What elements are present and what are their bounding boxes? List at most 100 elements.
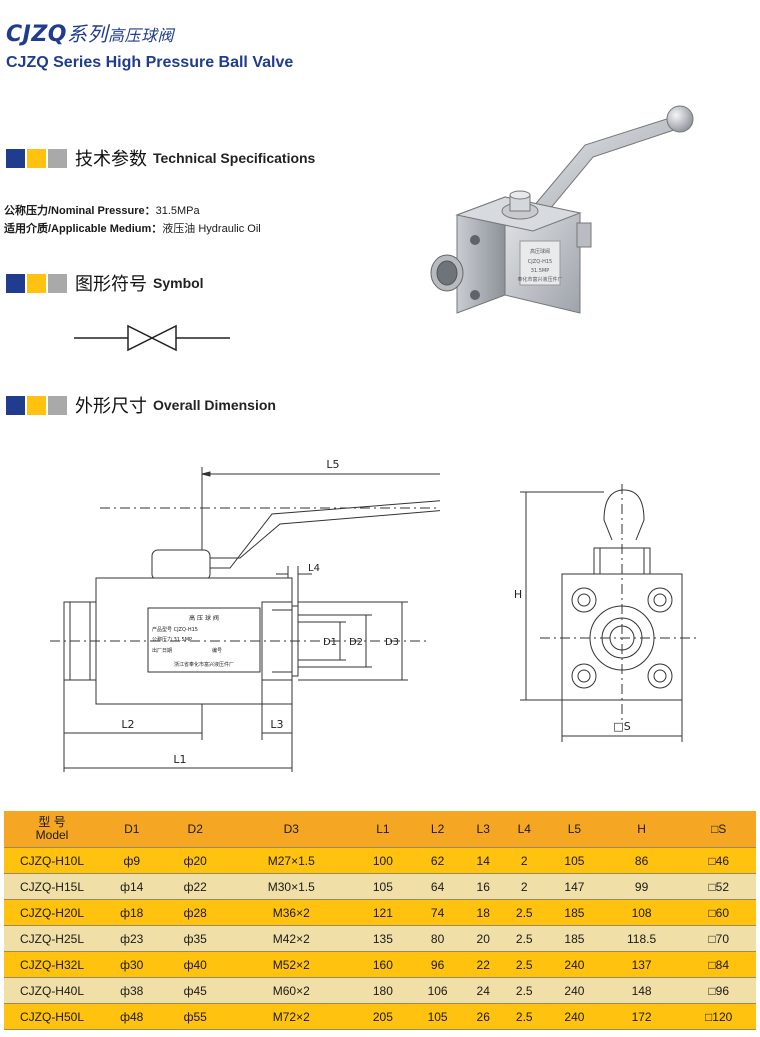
table-cell-model: CJZQ-H15L xyxy=(4,873,100,900)
table-cell: 96 xyxy=(410,951,465,978)
table-cell: ф45 xyxy=(163,977,227,1004)
spec-applicable-medium: 适用介质/Applicable Medium：液压油 Hydraulic Oil xyxy=(4,220,261,236)
column-header: L1 xyxy=(355,811,411,848)
table-cell: 185 xyxy=(547,899,602,926)
brand-latin: CJZQ xyxy=(6,22,67,47)
table-cell: 106 xyxy=(410,977,465,1004)
table-cell: □46 xyxy=(681,847,756,874)
table-cell: M36×2 xyxy=(226,899,356,926)
table-cell: ф40 xyxy=(163,951,227,978)
blue-square-icon xyxy=(6,148,25,168)
column-header: L3 xyxy=(464,811,502,848)
nameplate-model: 产品型号 CJZQ-H15 xyxy=(152,626,198,633)
table-cell: 20 xyxy=(464,925,502,952)
table-cell: 74 xyxy=(410,899,465,926)
table-cell: ф18 xyxy=(100,899,164,926)
brand-series: 系列 xyxy=(67,22,108,46)
front-view-drawing: L5 L4 L2 L3 L1 D1 D2 D3 高 压 球 阀 产品型号 CJZ… xyxy=(50,458,440,772)
table-cell: 99 xyxy=(601,873,682,900)
blue-square-icon xyxy=(6,395,25,415)
table-cell-model: CJZQ-H40L xyxy=(4,977,100,1004)
table-cell: 205 xyxy=(355,1003,411,1030)
table-cell: ф35 xyxy=(163,925,227,952)
dimension-label: L1 xyxy=(173,753,186,766)
table-cell: 22 xyxy=(464,951,502,978)
table-cell: 147 xyxy=(547,873,602,900)
table-cell: 2.5 xyxy=(501,899,548,926)
table-cell: 135 xyxy=(355,925,411,952)
table-cell: 2.5 xyxy=(501,1003,548,1030)
table-cell: 160 xyxy=(355,951,411,978)
dimension-label: L2 xyxy=(121,718,134,731)
nameplate-title: 高 压 球 阀 xyxy=(189,614,219,622)
spec-value: 31.5MPa xyxy=(155,205,200,217)
table-cell: ф23 xyxy=(100,925,164,952)
nameplate-number: 编号 xyxy=(212,647,222,654)
table-cell: ф22 xyxy=(163,873,227,900)
column-header: L2 xyxy=(410,811,465,848)
yellow-square-icon xyxy=(27,395,46,415)
table-cell: □96 xyxy=(681,977,756,1004)
table-cell: 2.5 xyxy=(501,925,548,952)
table-cell: ф28 xyxy=(163,899,227,926)
table-cell: 172 xyxy=(601,1003,682,1030)
dimension-label: L5 xyxy=(326,458,339,471)
gray-square-icon xyxy=(48,148,67,168)
table-cell-model: CJZQ-H32L xyxy=(4,951,100,978)
page-subtitle: CJZQ Series High Pressure Ball Valve xyxy=(6,54,294,71)
table-cell-model: CJZQ-H25L xyxy=(4,925,100,952)
table-cell: M72×2 xyxy=(226,1003,356,1030)
table-header-row: 型 号 Model D1 D2 D3 L1 L2 L3 L4 L5 H □S xyxy=(4,811,756,848)
section-title-en: Technical Specifications xyxy=(153,150,316,166)
table-cell: 24 xyxy=(464,977,502,1004)
section-overall-dimension: 外形尺寸 Overall Dimension xyxy=(6,394,276,417)
table-cell: ф14 xyxy=(100,873,164,900)
dimension-label: □S xyxy=(613,720,630,733)
dimension-label: L3 xyxy=(270,718,283,731)
spec-label: 适用介质/Applicable Medium： xyxy=(4,223,163,235)
valve-symbol-icon xyxy=(74,324,230,352)
dimension-label: D3 xyxy=(385,637,399,648)
table-cell: 240 xyxy=(547,1003,602,1030)
section-title-en: Symbol xyxy=(153,275,204,291)
model-header-cn: 型 号 xyxy=(38,815,66,829)
dimension-label: H xyxy=(514,588,522,601)
table-cell: ф48 xyxy=(100,1003,164,1030)
nameplate-date: 出厂日期 xyxy=(152,647,172,654)
table-cell: 148 xyxy=(601,977,682,1004)
table-cell: 105 xyxy=(355,873,411,900)
table-cell: 80 xyxy=(410,925,465,952)
column-header: L5 xyxy=(547,811,602,848)
table-cell: ф20 xyxy=(163,847,227,874)
table-cell: 118.5 xyxy=(601,925,682,952)
table-cell: 64 xyxy=(410,873,465,900)
nameplate-maker: 浙江省奉化市富兴液压件厂 xyxy=(174,661,234,668)
ball-valve-product-photo: 高压球阀 CJZQ-H15 31.5MP 奉化市富兴液压件厂 xyxy=(430,105,694,314)
product-label-line: 31.5MP xyxy=(531,268,549,274)
table-cell: M60×2 xyxy=(226,977,356,1004)
table-cell: 240 xyxy=(547,977,602,1004)
table-cell: M42×2 xyxy=(226,925,356,952)
table-cell: □84 xyxy=(681,951,756,978)
table-cell: 2.5 xyxy=(501,951,548,978)
column-header: H xyxy=(601,811,682,848)
column-header: L4 xyxy=(501,811,548,848)
table-cell: ф9 xyxy=(100,847,164,874)
table-cell: 62 xyxy=(410,847,465,874)
table-cell: 185 xyxy=(547,925,602,952)
side-view-drawing: H □S xyxy=(514,484,700,742)
column-header: □S xyxy=(681,811,756,848)
product-label-line: 高压球阀 xyxy=(530,248,550,255)
table-cell: 86 xyxy=(601,847,682,874)
dimension-label: D2 xyxy=(349,637,363,648)
table-cell: 108 xyxy=(601,899,682,926)
blue-square-icon xyxy=(6,273,25,293)
table-cell: 240 xyxy=(547,951,602,978)
